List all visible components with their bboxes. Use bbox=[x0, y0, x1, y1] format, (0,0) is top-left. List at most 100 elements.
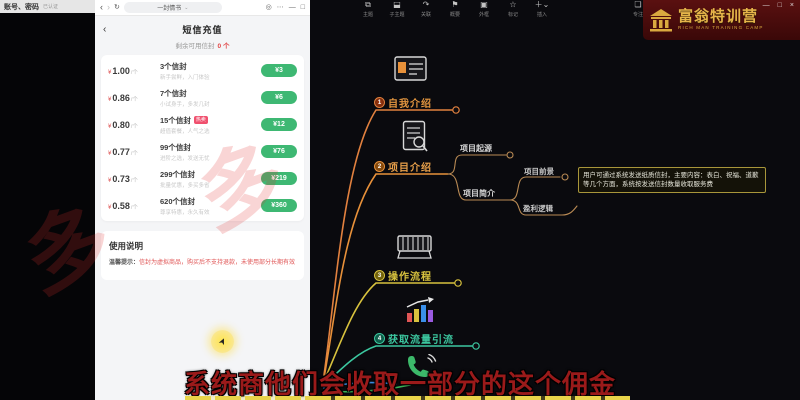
node-label: 项目介绍 bbox=[388, 163, 432, 174]
mindmap-node-project-brief[interactable]: 项目简介 bbox=[463, 189, 495, 198]
mindmap-node-traffic[interactable]: 4 获取流量引流 bbox=[374, 331, 454, 346]
keyboard-icon bbox=[397, 235, 432, 259]
chat-window-titlebar[interactable]: 账号、密码 已认证 bbox=[0, 0, 95, 13]
page-back-icon[interactable]: ‹ bbox=[103, 23, 107, 35]
package-row[interactable]: ¥ 0.58 /个 620个信封 尊享特惠，永久有效 ¥360 bbox=[101, 192, 304, 219]
topic-icon: ⧉ bbox=[365, 0, 371, 9]
forward-icon[interactable]: › bbox=[107, 2, 110, 12]
package-name: 7个信封 bbox=[160, 88, 187, 98]
package-row[interactable]: ¥ 1.00 /个 3个信封 新手尝鲜，入门体验 ¥3 bbox=[101, 57, 304, 84]
package-row[interactable]: ¥ 0.73 /个 299个信封 批量优惠，多买多省 ¥219 bbox=[101, 165, 304, 192]
mindmap-note-box[interactable]: 用户可通过系统发送纸质信封，主要内容：表白、祝福、道歉等几个方面，系统按发送信封… bbox=[578, 167, 766, 194]
close-icon[interactable]: × bbox=[789, 2, 794, 9]
id-card-icon bbox=[394, 56, 427, 81]
package-desc: 新手尝鲜，入门体验 bbox=[160, 74, 210, 81]
toolbar-label: 主题 bbox=[362, 11, 373, 18]
currency-symbol: ¥ bbox=[108, 177, 112, 184]
home-icon[interactable]: ◎ bbox=[265, 4, 272, 11]
insert-icon: ＋⌄ bbox=[534, 0, 550, 9]
toolbar-topic-button[interactable]: ⧉ 主题 bbox=[358, 0, 378, 18]
toolbar-label: 插入 bbox=[536, 11, 547, 18]
package-name: 99个信封 bbox=[160, 142, 191, 152]
chevron-down-icon: ⌄ bbox=[184, 4, 189, 11]
package-name: 299个信封 bbox=[160, 169, 196, 179]
buy-button[interactable]: ¥3 bbox=[261, 64, 297, 77]
unit-price-value: 0.80 bbox=[112, 119, 130, 130]
branch-line bbox=[323, 384, 411, 393]
hot-badge: 热卖 bbox=[193, 116, 208, 124]
document-icon bbox=[402, 120, 428, 152]
per-unit-label: /个 bbox=[130, 150, 138, 157]
branch-number-badge: 1 bbox=[374, 97, 385, 108]
unit-price: ¥ 0.73 /个 bbox=[108, 174, 160, 184]
mindmap-node-operation-flow[interactable]: 3 操作流程 bbox=[374, 268, 432, 283]
package-name: 15个信封 bbox=[160, 115, 191, 125]
toolbar-boundary-button[interactable]: ▣ 外框 bbox=[474, 0, 494, 18]
package-name: 620个信封 bbox=[160, 196, 196, 206]
toolbar-label: 概要 bbox=[449, 11, 460, 18]
unit-price-value: 1.00 bbox=[112, 65, 130, 76]
toolbar-label: 标记 bbox=[507, 11, 518, 18]
toolbar-relationship-button[interactable]: ↷ 关联 bbox=[416, 0, 436, 18]
building-icon bbox=[650, 9, 672, 32]
branch-line bbox=[323, 173, 449, 379]
unit-price-value: 0.86 bbox=[112, 92, 130, 103]
collapse-toggle[interactable] bbox=[472, 342, 480, 350]
address-bar[interactable]: 一封情书 ⌄ bbox=[123, 2, 222, 13]
mini-program-window: ‹ › ↻ 一封情书 ⌄ ◎ ⋯ — □ ‹ 短信充值 剩余可用信封 0 个 bbox=[95, 0, 310, 400]
unit-price: ¥ 1.00 /个 bbox=[108, 66, 160, 76]
package-row[interactable]: ¥ 0.86 /个 7个信封 小试身手，多发几封 ¥6 bbox=[101, 84, 304, 111]
buy-button[interactable]: ¥76 bbox=[261, 145, 297, 158]
unit-price: ¥ 0.77 /个 bbox=[108, 147, 160, 157]
back-icon[interactable]: ‹ bbox=[100, 2, 103, 12]
refresh-icon[interactable]: ↻ bbox=[114, 4, 120, 11]
fullscreen-icon: ❏ bbox=[634, 0, 642, 9]
package-row[interactable]: ¥ 0.80 /个 15个信封 热卖 超值套餐，人气之选 ¥12 bbox=[101, 111, 304, 138]
mindmap-node-self-intro[interactable]: 1 自我介绍 bbox=[374, 95, 432, 110]
buy-button[interactable]: ¥219 bbox=[261, 172, 297, 185]
marker-icon: ☆ bbox=[509, 0, 517, 9]
collapse-toggle[interactable] bbox=[452, 106, 460, 114]
minimize-window-icon[interactable]: — bbox=[288, 4, 296, 11]
maximize-icon[interactable]: □ bbox=[777, 2, 782, 9]
node-label: 操作流程 bbox=[388, 272, 432, 283]
toolbar-zen-mode-button[interactable]: ❏ 专注 bbox=[628, 0, 648, 18]
package-desc: 尊享特惠，永久有效 bbox=[160, 209, 210, 216]
currency-symbol: ¥ bbox=[108, 96, 112, 103]
buy-button[interactable]: ¥12 bbox=[261, 118, 297, 131]
unit-price: ¥ 0.86 /个 bbox=[108, 93, 160, 103]
remaining-value: 0 个 bbox=[217, 42, 230, 50]
toolbar-summary-button[interactable]: ⚑ 概要 bbox=[445, 0, 465, 18]
mini-program-header: ‹ 短信充值 bbox=[95, 20, 310, 38]
toolbar-marker-button[interactable]: ☆ 标记 bbox=[503, 0, 523, 18]
usage-notes-section: 使用说明 温馨提示：信封为虚拟商品，购买后不支持退款，未使用部分长期有效 bbox=[101, 231, 304, 281]
collapse-toggle[interactable] bbox=[454, 279, 462, 287]
mindmap-node-project-intro[interactable]: 2 项目介绍 bbox=[374, 159, 432, 174]
buy-button[interactable]: ¥6 bbox=[261, 91, 297, 104]
buy-button[interactable]: ¥360 bbox=[261, 199, 297, 212]
branch-line bbox=[323, 345, 473, 386]
branch-line bbox=[509, 199, 578, 216]
maximize-window-icon[interactable]: □ bbox=[300, 4, 305, 11]
collapse-toggle[interactable] bbox=[506, 151, 514, 159]
mindmap-node-profit-logic[interactable]: 盈利逻辑 bbox=[523, 204, 553, 213]
collapse-toggle[interactable] bbox=[561, 173, 569, 181]
mouse-pointer-icon: ➤ bbox=[215, 335, 229, 347]
mindmap-node-project-origin[interactable]: 项目起源 bbox=[460, 144, 492, 153]
package-desc: 批量优惠，多买多省 bbox=[160, 182, 210, 189]
mindmap-canvas[interactable]: ⧉ 主题 ⬓ 子主题 ↷ 关联 ⚑ 概要 ▣ 外框 ☆ 标记 bbox=[310, 0, 800, 400]
more-icon[interactable]: ⋯ bbox=[276, 4, 284, 11]
chat-contact-status: 已认证 bbox=[43, 4, 59, 10]
branch-number-badge: 2 bbox=[374, 161, 385, 172]
remaining-counter: 剩余可用信封 0 个 bbox=[95, 38, 310, 51]
package-row[interactable]: ¥ 0.77 /个 99个信封 进阶之选，发送无忧 ¥76 bbox=[101, 138, 304, 165]
cursor-highlight: ➤ bbox=[211, 330, 234, 353]
toolbar-subtopic-button[interactable]: ⬓ 子主题 bbox=[387, 0, 407, 18]
minimize-icon[interactable]: — bbox=[762, 2, 770, 9]
toolbar-label: 外框 bbox=[478, 11, 489, 18]
toolbar-label: 子主题 bbox=[389, 11, 405, 18]
per-unit-label: /个 bbox=[130, 177, 138, 184]
mindmap-node-project-prospect[interactable]: 项目前景 bbox=[524, 167, 554, 176]
toolbar-insert-button[interactable]: ＋⌄ 插入 bbox=[532, 0, 552, 18]
remaining-label: 剩余可用信封 bbox=[175, 42, 215, 50]
